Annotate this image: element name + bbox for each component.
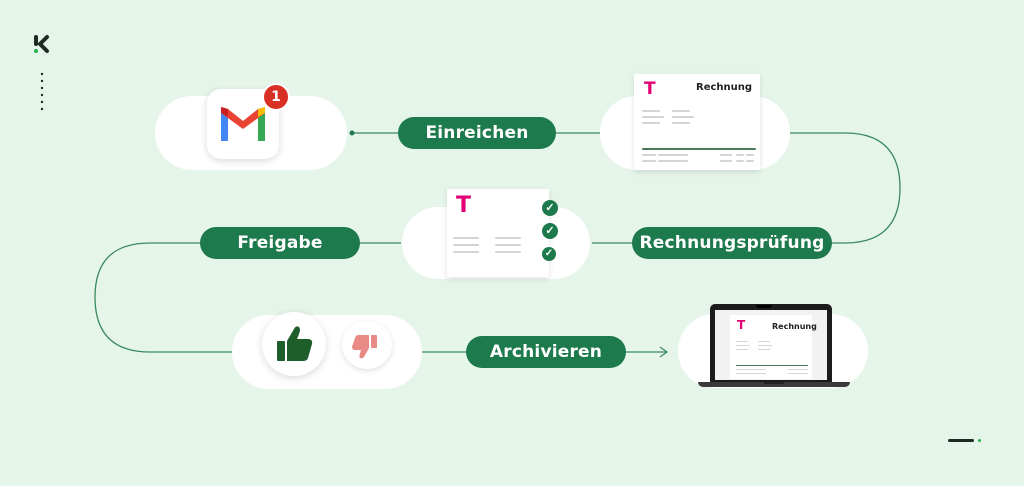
notification-badge: 1 bbox=[262, 83, 290, 111]
approval-document: T bbox=[447, 189, 549, 277]
telekom-logo-icon: T bbox=[644, 79, 656, 99]
laptop-invoice-document: T Rechnung bbox=[730, 315, 817, 379]
thumbs-up-icon bbox=[277, 326, 313, 361]
invoice-title: Rechnung bbox=[696, 82, 753, 93]
laptop-invoice-title: Rechnung bbox=[772, 322, 817, 331]
pagination-dot bbox=[978, 439, 981, 442]
arrow-right-icon bbox=[659, 346, 669, 358]
invoice-document: T Rechnung bbox=[634, 74, 760, 170]
step-archive-label: Archivieren bbox=[466, 336, 626, 368]
step-review-label: Rechnungsprüfung bbox=[632, 227, 832, 259]
telekom-logo-icon-2: T bbox=[456, 193, 472, 218]
check-icon-3: ✓ bbox=[542, 247, 556, 261]
step-submit-label: Einreichen bbox=[398, 117, 556, 149]
pagination-bar bbox=[948, 439, 974, 442]
logo-mark-icon bbox=[33, 34, 51, 54]
step-approval-label: Freigabe bbox=[200, 227, 360, 259]
telekom-logo-icon-3: T bbox=[737, 318, 746, 332]
gmail-icon bbox=[207, 89, 279, 159]
check-icon-2: ✓ bbox=[542, 223, 558, 239]
connector-start-dot bbox=[349, 130, 355, 136]
thumbs-down-button bbox=[342, 321, 392, 369]
thumbs-down-icon bbox=[352, 335, 377, 359]
thumbs-up-button bbox=[262, 312, 326, 376]
vote-pill bbox=[232, 315, 422, 389]
check-icon-1: ✓ bbox=[542, 200, 558, 216]
vertical-dots bbox=[40, 72, 44, 111]
